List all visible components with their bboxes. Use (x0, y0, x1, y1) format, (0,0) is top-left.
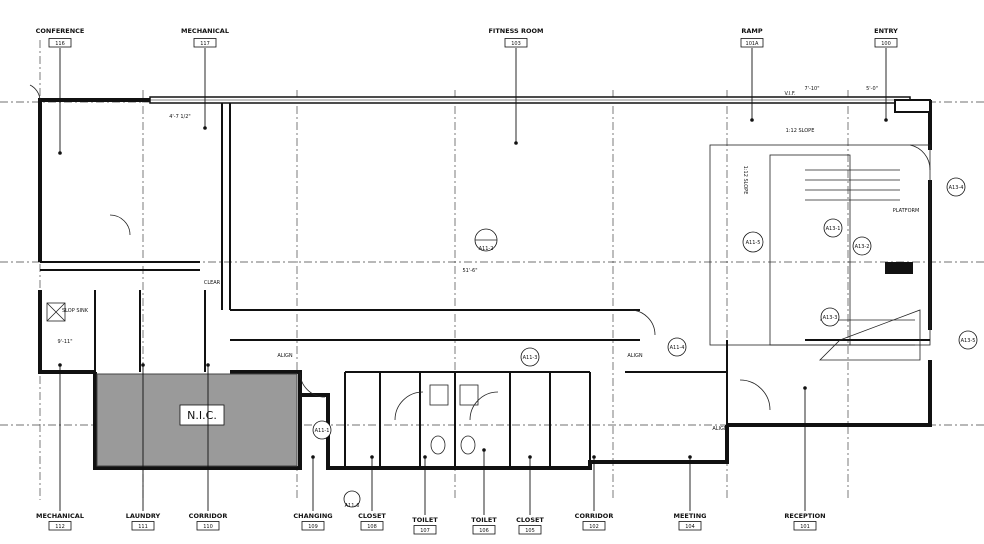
room-label-corridor-110: CORRIDOR 110 (189, 363, 228, 531)
dim-vif: V.I.F. (784, 91, 796, 97)
note-platform: PLATFORM (893, 208, 920, 214)
room-name: CORRIDOR (575, 512, 614, 520)
svg-text:A13-5: A13-5 (961, 338, 976, 344)
room-label-mechanical-117: MECHANICAL 117 (181, 27, 229, 130)
room-number: 101A (746, 41, 760, 47)
room-name: CLOSET (516, 516, 544, 524)
room-number: 102 (589, 524, 599, 530)
room-label-corridor-102: CORRIDOR 102 (575, 455, 614, 531)
room-label-toilet-107: TOILET 107 (412, 455, 438, 535)
section-tag-a11-1: A11-1 (312, 420, 332, 440)
room-label-laundry-111: LAUNDRY 111 (126, 363, 161, 531)
svg-text:A11-3: A11-3 (523, 355, 538, 361)
room-label-fitness-room-103: FITNESS ROOM 103 (488, 27, 544, 145)
room-number: 117 (200, 41, 210, 47)
room-number: 105 (525, 528, 535, 534)
room-number: 112 (55, 524, 65, 530)
room-name: CLOSET (358, 512, 386, 520)
room-name: TOILET (471, 516, 497, 524)
note-slope-vertical: 1:12 SLOPE (742, 166, 748, 195)
room-name: RAMP (741, 27, 763, 35)
dim-7: 7'-10" (804, 86, 819, 92)
note-slope: 1:12 SLOPE (786, 128, 815, 134)
plan-notes: 1:12 SLOPE 1:12 SLOPE PLATFORM SLOP SINK… (57, 86, 919, 432)
room-name: FITNESS ROOM (488, 27, 543, 35)
dim-9: 9'-11" (57, 339, 72, 345)
room-name: RECEPTION (784, 512, 825, 520)
svg-text:A13-2: A13-2 (855, 244, 870, 250)
nic-label: N.I.C. (187, 409, 217, 422)
room-number: 111 (138, 524, 148, 530)
room-name: MECHANICAL (181, 27, 229, 35)
svg-text:A13-1: A13-1 (826, 226, 841, 232)
svg-text:A11-4: A11-4 (670, 345, 685, 351)
section-tag-a11-3: A11-3 (520, 347, 540, 367)
room-label-mechanical-112: MECHANICAL 112 (36, 363, 84, 531)
svg-text:A11-5: A11-5 (746, 240, 761, 246)
room-number: 103 (511, 41, 521, 47)
room-name: CORRIDOR (189, 512, 228, 520)
room-name: CONFERENCE (36, 27, 85, 35)
room-label-changing-109: CHANGING 109 (293, 455, 333, 531)
note-clear: CLEAR (204, 280, 221, 286)
room-label-closet-108: CLOSET 108 (358, 455, 386, 531)
section-tag-a13-5: A13-5 (958, 330, 978, 350)
note-align-1: ALIGN (277, 353, 293, 359)
note-align-3: ALIGN (712, 426, 728, 432)
room-label-meeting-104: MEETING 104 (674, 455, 707, 531)
room-label-closet-105: CLOSET 105 (516, 455, 544, 535)
svg-text:A11-2: A11-2 (479, 246, 494, 252)
room-name: LAUNDRY (126, 512, 161, 520)
room-number: 116 (55, 41, 65, 47)
svg-text:A13-3: A13-3 (823, 315, 838, 321)
section-tag-a13-4: A13-4 (946, 177, 966, 197)
room-label-conference-116: CONFERENCE 116 (36, 27, 85, 155)
room-name: CHANGING (293, 512, 332, 520)
svg-text:A13-4: A13-4 (949, 185, 964, 191)
room-number: 107 (420, 528, 430, 534)
room-label-entry-100: ENTRY 100 (874, 27, 898, 122)
section-tag-a11-5: A11-5 (742, 231, 764, 253)
section-tag-a11-6: A11-6 (343, 490, 361, 509)
dim-5: 5'-0" (866, 86, 878, 92)
door-swings (29, 84, 931, 421)
dim-4: 4'-7 1/2" (169, 114, 190, 120)
svg-text:A11-6: A11-6 (345, 503, 360, 509)
section-tag-a13-1: A13-1 (823, 218, 843, 238)
room-name: ENTRY (874, 27, 898, 35)
note-slop-sink: SLOP SINK (62, 308, 89, 314)
fixtures (46, 302, 479, 455)
room-labels-top: CONFERENCE 116 MECHANICAL 117 FITNESS ROOM 10… (36, 27, 898, 155)
room-label-reception-101: RECEPTION 101 (784, 386, 826, 531)
section-tag-a11-4: A11-4 (667, 337, 687, 357)
room-label-ramp-101a: RAMP 101A (740, 27, 764, 122)
section-callouts: A11-2 A11-1 A11-3 A11-4 A11-5 A13-1 A13-… (312, 177, 978, 509)
room-name: MECHANICAL (36, 512, 84, 520)
section-tag-a13-2: A13-2 (852, 236, 872, 256)
note-align-2: ALIGN (627, 353, 643, 359)
room-number: 104 (685, 524, 695, 530)
room-number: 109 (308, 524, 318, 530)
room-number: 101 (800, 524, 810, 530)
room-labels-bottom: MECHANICAL 112 LAUNDRY 111 CORRIDOR 110 CHANGI… (36, 363, 826, 535)
svg-text:A11-1: A11-1 (315, 428, 330, 434)
section-tag-a13-3: A13-3 (820, 307, 840, 327)
room-name: MEETING (674, 512, 707, 520)
room-number: 108 (367, 524, 377, 530)
room-name: TOILET (412, 516, 438, 524)
room-number: 110 (203, 524, 213, 530)
section-tag-a11-2: A11-2 (474, 228, 498, 252)
room-label-toilet-106: TOILET 106 (471, 448, 497, 535)
dim-51: 51'-6" (462, 268, 477, 274)
room-number: 106 (479, 528, 489, 534)
room-number: 100 (881, 41, 891, 47)
